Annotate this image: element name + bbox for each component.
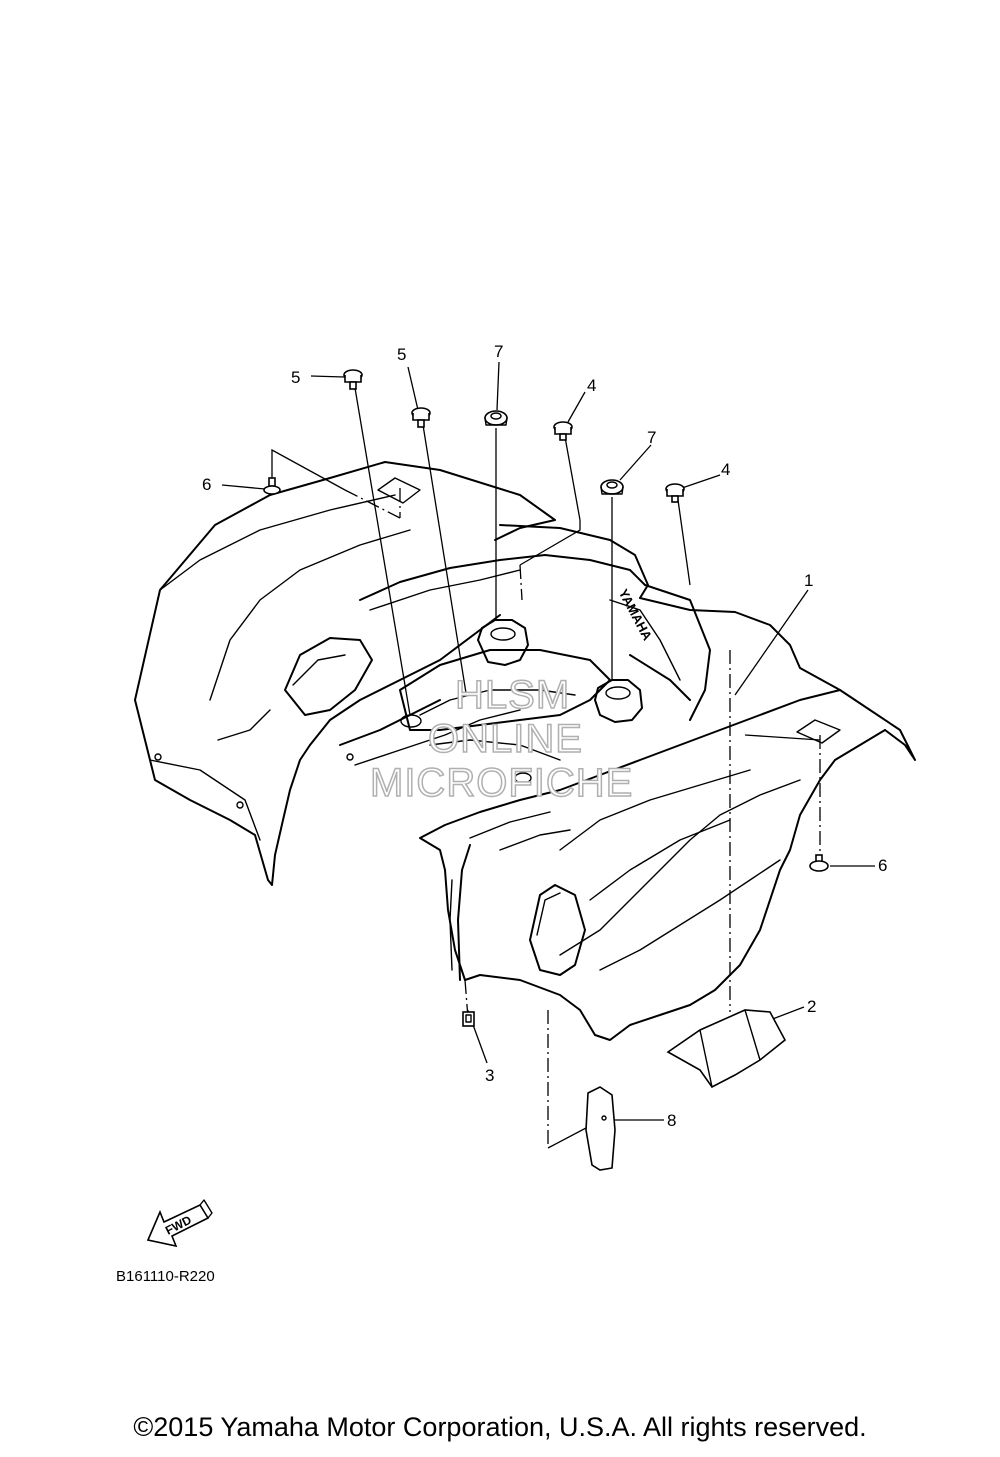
mudguard-2-icon xyxy=(666,1009,787,1089)
callout-5a: 5 xyxy=(291,368,300,387)
callout-7a: 7 xyxy=(494,342,503,361)
callout-4b: 4 xyxy=(721,460,730,479)
clip-3-icon xyxy=(462,1011,475,1027)
screw-6b-icon xyxy=(809,854,829,872)
bolt-5a-icon xyxy=(343,369,363,390)
callout-numbers: 5 5 7 4 7 4 6 1 6 2 3 8 xyxy=(202,342,887,1130)
callout-5b: 5 xyxy=(397,345,406,364)
watermark-line3: MICROFICHE xyxy=(370,761,633,805)
diagram-code: B161110-R220 xyxy=(116,1268,215,1285)
grommet-7a-icon xyxy=(484,410,508,426)
bolt-5b-icon xyxy=(411,407,431,428)
callout-2: 2 xyxy=(807,997,816,1016)
fastener-parts xyxy=(263,369,829,1171)
watermark-line2: ONLINE xyxy=(428,717,583,761)
label-8-icon xyxy=(585,1086,616,1171)
callout-1: 1 xyxy=(804,571,813,590)
callout-6b: 6 xyxy=(878,856,887,875)
grommet-7b-icon xyxy=(600,479,624,495)
fwd-arrow-icon: FWD xyxy=(146,1199,213,1248)
screw-6a-icon xyxy=(263,477,281,495)
callout-8: 8 xyxy=(667,1111,676,1130)
bolt-4b-icon xyxy=(665,483,685,503)
bolt-4a-icon xyxy=(553,421,573,441)
rear-fender: YAMAHA xyxy=(134,461,916,1041)
callout-6a: 6 xyxy=(202,475,211,494)
copyright-notice: ©2015 Yamaha Motor Corporation, U.S.A. A… xyxy=(133,1412,867,1442)
callout-4a: 4 xyxy=(587,376,596,395)
watermark-line1: HLSM xyxy=(455,673,570,717)
watermark: HLSM ONLINE MICROFICHE xyxy=(369,672,633,806)
callout-7b: 7 xyxy=(647,428,656,447)
assembly-lines xyxy=(221,361,875,1149)
callout-3: 3 xyxy=(485,1066,494,1085)
fender-logo-text: YAMAHA xyxy=(616,587,656,644)
